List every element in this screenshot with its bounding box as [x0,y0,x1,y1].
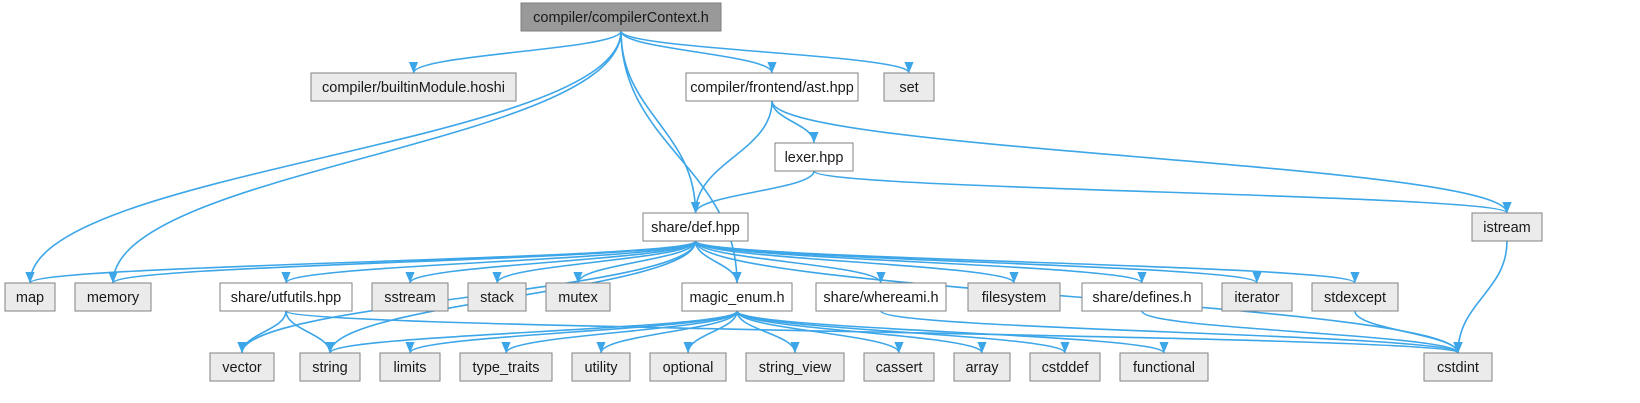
edge-magic_enum-to-cassert [736,310,904,354]
node-box-string_view[interactable] [745,352,845,382]
node-box-sstream[interactable] [371,282,449,312]
graph-node-utility[interactable]: utility [571,352,631,382]
node-box-cstdint[interactable] [1423,352,1493,382]
graph-node-cstdint[interactable]: cstdint [1423,352,1493,382]
graph-node-def[interactable]: share/def.hpp [642,212,749,242]
edge-def-to-stack [492,240,697,284]
node-box-utfutils[interactable] [219,282,353,312]
edge-def-to-memory [108,240,697,284]
node-box-builtinModule[interactable] [310,72,517,102]
graph-node-lexer[interactable]: lexer.hpp [774,142,854,172]
graph-node-compilerContext[interactable]: compiler/compilerContext.h [520,2,722,32]
graph-node-vector[interactable]: vector [209,352,275,382]
edge-def-to-defines [694,240,1147,284]
node-box-def[interactable] [642,212,749,242]
node-box-cassert[interactable] [863,352,935,382]
edge-magic_enum-to-cstddef [736,310,1070,354]
edge-def-to-whereami [694,240,886,284]
graph-node-map[interactable]: map [4,282,56,312]
edge-magic_enum-to-array [736,310,987,354]
graph-node-ast[interactable]: compiler/frontend/ast.hpp [685,72,859,102]
graph-node-functional[interactable]: functional [1119,352,1209,382]
edge-def-to-iterator [694,240,1262,284]
edge-magic_enum-to-optional [683,310,738,354]
edge-magic_enum-to-string [325,310,738,354]
graph-node-defines[interactable]: share/defines.h [1081,282,1203,312]
edge-magic_enum-to-type_traits [501,310,738,354]
edge-def-to-magic_enum [694,240,742,284]
node-box-type_traits[interactable] [459,352,553,382]
edge-magic_enum-to-functional [736,310,1169,354]
node-box-memory[interactable] [74,282,152,312]
edge-magic_enum-to-string_view [736,310,800,354]
node-box-string[interactable] [299,352,361,382]
edge-utfutils-to-cstdint [285,310,1463,354]
edge-whereami-to-cstdint [880,310,1463,354]
graph-node-mutex[interactable]: mutex [545,282,611,312]
node-box-stack[interactable] [467,282,527,312]
graph-node-optional[interactable]: optional [649,352,727,382]
graph-node-set[interactable]: set [883,72,935,102]
node-box-filesystem[interactable] [967,282,1061,312]
graph-node-cassert[interactable]: cassert [863,352,935,382]
node-box-defines[interactable] [1081,282,1203,312]
node-box-optional[interactable] [649,352,727,382]
graph-node-limits[interactable]: limits [379,352,441,382]
node-box-compilerContext[interactable] [520,2,722,32]
edge-compilerContext-to-memory [108,30,622,284]
edge-lexer-to-def [690,170,815,214]
edge-layer [25,30,1512,354]
graph-node-sstream[interactable]: sstream [371,282,449,312]
edge-lexer-to-istream [813,170,1512,214]
node-box-iterator[interactable] [1221,282,1293,312]
edge-utfutils-to-vector [237,310,287,354]
node-box-lexer[interactable] [774,142,854,172]
graph-node-utfutils[interactable]: share/utfutils.hpp [219,282,353,312]
graph-node-builtinModule[interactable]: compiler/builtinModule.hoshi [310,72,517,102]
edge-compilerContext-to-def [620,30,701,214]
node-box-array[interactable] [953,352,1011,382]
graph-node-type_traits[interactable]: type_traits [459,352,553,382]
node-box-vector[interactable] [209,352,275,382]
node-box-set[interactable] [883,72,935,102]
graph-node-istream[interactable]: istream [1471,212,1543,242]
edge-compilerContext-to-set [620,30,914,74]
node-box-stdexcept[interactable] [1311,282,1399,312]
node-box-utility[interactable] [571,352,631,382]
edge-magic_enum-to-utility [596,310,738,354]
graph-node-whereami[interactable]: share/whereami.h [815,282,947,312]
graph-node-memory[interactable]: memory [74,282,152,312]
node-box-ast[interactable] [685,72,859,102]
node-box-functional[interactable] [1119,352,1209,382]
node-box-mutex[interactable] [545,282,611,312]
edge-def-to-mutex [573,240,697,284]
graph-node-magic_enum[interactable]: magic_enum.h [681,282,793,312]
graph-node-string[interactable]: string [299,352,361,382]
edge-compilerContext-to-map [25,30,622,284]
graph-node-iterator[interactable]: iterator [1221,282,1293,312]
edge-def-to-sstream [405,240,697,284]
node-box-map[interactable] [4,282,56,312]
node-box-magic_enum[interactable] [681,282,793,312]
edge-def-to-utfutils [281,240,697,284]
edge-def-to-filesystem [694,240,1019,284]
graph-node-array[interactable]: array [953,352,1011,382]
node-box-istream[interactable] [1471,212,1543,242]
edge-compilerContext-to-builtinModule [408,30,622,74]
graph-node-stdexcept[interactable]: stdexcept [1311,282,1399,312]
edge-istream-to-cstdint [1453,240,1508,354]
edge-def-to-stdexcept [694,240,1360,284]
graph-node-stack[interactable]: stack [467,282,527,312]
node-box-cstddef[interactable] [1029,352,1101,382]
graph-node-cstddef[interactable]: cstddef [1029,352,1101,382]
node-box-limits[interactable] [379,352,441,382]
edge-ast-to-lexer [771,100,819,144]
edge-compilerContext-to-ast [620,30,777,74]
node-box-whereami[interactable] [815,282,947,312]
graph-node-filesystem[interactable]: filesystem [967,282,1061,312]
edge-ast-to-istream [771,100,1512,214]
graph-node-string_view[interactable]: string_view [745,352,845,382]
